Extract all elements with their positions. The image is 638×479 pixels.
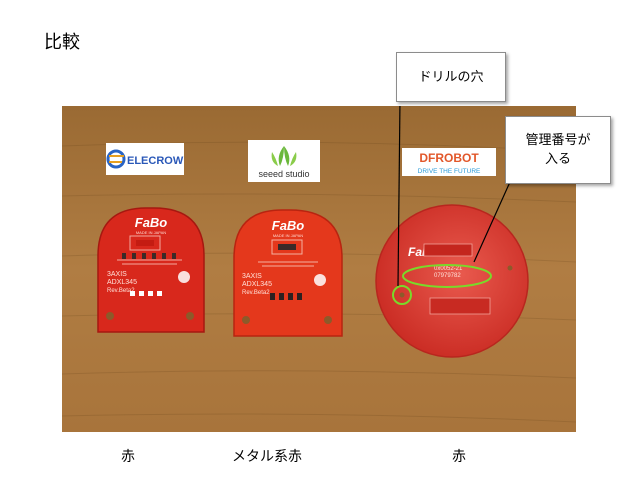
- board-text-line3: Rev.Beta2: [107, 288, 135, 294]
- drill-callout-pointer: [397, 106, 401, 287]
- board-elecrow-red: FaBo MADE IN JAPAN 3AXIS ADXL345 Rev.Bet…: [97, 207, 205, 333]
- serial-number-callout: 管理番号が 入る: [505, 116, 611, 184]
- dfrobot-logo: DFROBOT DRIVE THE FUTURE: [402, 148, 496, 176]
- serial-callout-line2: 入る: [544, 152, 571, 167]
- pcb-comparison-photo: ELECROW seeed studio DFROBOT DRIVE THE F…: [62, 106, 576, 432]
- elecrow-logo-text: ELECROW: [127, 155, 184, 167]
- elecrow-logo: ELECROW: [106, 143, 184, 175]
- caption-elecrow: 赤: [121, 449, 135, 465]
- seeed-logo-text: seeed studio: [258, 169, 309, 179]
- drill-hole-callout-text: ドリルの穴: [418, 69, 484, 85]
- caption-seeed: メタル系赤: [232, 449, 302, 465]
- caption-dfrobot: 赤: [452, 449, 466, 465]
- dfrobot-logo-text: DFROBOT: [419, 151, 479, 165]
- dfrobot-tagline: DRIVE THE FUTURE: [418, 168, 481, 175]
- svg-text:0x0052-21: 0x0052-21: [434, 266, 463, 272]
- serial-callout-line1: 管理番号が: [525, 133, 591, 148]
- seeed-studio-logo: seeed studio: [248, 140, 320, 182]
- serial-callout-pointer: [473, 181, 511, 263]
- board-made-in-text: MADE IN JAPAN: [273, 233, 303, 238]
- board-brand-text: FaBo: [272, 218, 305, 233]
- board-text-line1: 3AXIS: [242, 273, 262, 280]
- drill-hole-callout: ドリルの穴: [396, 52, 506, 102]
- page-title: 比較: [44, 32, 80, 53]
- board-text-line2: ADXL345: [107, 279, 137, 286]
- board-brand-text: FaBo: [135, 215, 168, 230]
- board-text-line2: ADXL345: [242, 281, 272, 288]
- board-text-line1: 3AXIS: [107, 271, 127, 278]
- board-seeed-metal-red: FaBo MADE IN JAPAN 3AXIS ADXL345 Rev.Bet…: [233, 209, 343, 337]
- serial-number-highlight: [402, 264, 492, 288]
- svg-text:07979782: 07979782: [434, 273, 461, 279]
- board-made-in-text: MADE IN JAPAN: [136, 230, 166, 235]
- board-text-line3: Rev.Beta2: [242, 290, 270, 296]
- board-dfrobot-round-red: FaBo 0x0052-21 07979782: [375, 204, 529, 358]
- drill-hole-highlight: [392, 285, 412, 305]
